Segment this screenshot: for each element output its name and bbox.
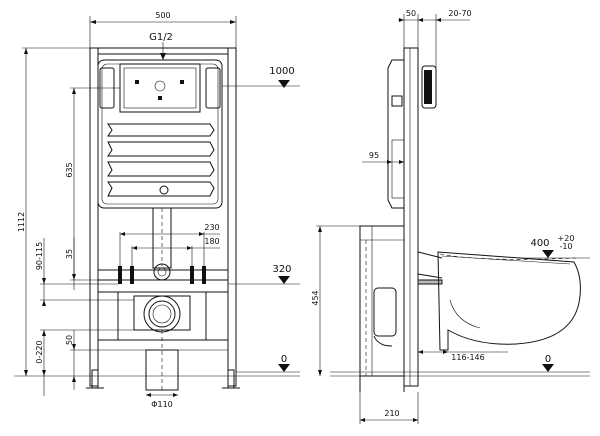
- side-dim-50-label: 50: [406, 9, 416, 18]
- dim-180-label: 180: [204, 237, 219, 246]
- cistern-rib-1: [107, 123, 215, 137]
- cistern-side: [387, 59, 405, 209]
- side-dim-454-label: 454: [311, 290, 320, 305]
- dim-50-label: 50: [65, 335, 74, 345]
- pipe-label: G1/2: [149, 32, 173, 43]
- side-view: 50 20-70 95 45: [311, 9, 590, 424]
- seat-height-tol-plus: +20: [558, 234, 575, 243]
- side-dim-95-label: 95: [369, 151, 379, 160]
- cistern-rib-4: [107, 181, 215, 197]
- seat-height-label: 400: [530, 238, 549, 249]
- frame-right-rail: [227, 47, 237, 387]
- level-0-label: 0: [281, 354, 287, 365]
- flush-outlet: [153, 263, 171, 281]
- drain-diameter-label: Φ110: [151, 400, 173, 409]
- cistern-body: [97, 59, 223, 209]
- front-view: 500 G1/2: [14, 11, 300, 409]
- cistern-rib-3: [107, 161, 215, 177]
- side-dim-20-70-label: 20-70: [448, 9, 471, 18]
- dim-635-label: 635: [65, 162, 74, 177]
- drain-pipe: [145, 349, 179, 391]
- height-1112-label: 1112: [17, 212, 26, 232]
- side-level-0-label: 0: [545, 354, 551, 365]
- level-1000-label: 1000: [269, 66, 294, 77]
- level-320-label: 320: [272, 264, 291, 275]
- drain-housing-side: [359, 225, 405, 377]
- dim-90-115-label: 90-115: [35, 242, 44, 270]
- dim-0-220-label: 0-220: [35, 340, 44, 363]
- seat-height-tol-minus: -10: [559, 242, 572, 251]
- side-frame-upright: [403, 47, 419, 387]
- frame-left-rail: [89, 47, 99, 387]
- side-dim-116-146-label: 116-146: [451, 353, 484, 362]
- dim-35-label: 35: [65, 249, 74, 259]
- toilet-bowl-side: [437, 251, 581, 351]
- dim-230-label: 230: [204, 223, 219, 232]
- flush-panel-opening: [119, 63, 201, 113]
- side-dim-210-label: 210: [384, 409, 399, 418]
- width-label: 500: [155, 11, 170, 20]
- drain-bracket: [133, 295, 191, 331]
- flush-plate-side: [421, 65, 437, 109]
- cistern-rib-2: [107, 141, 215, 157]
